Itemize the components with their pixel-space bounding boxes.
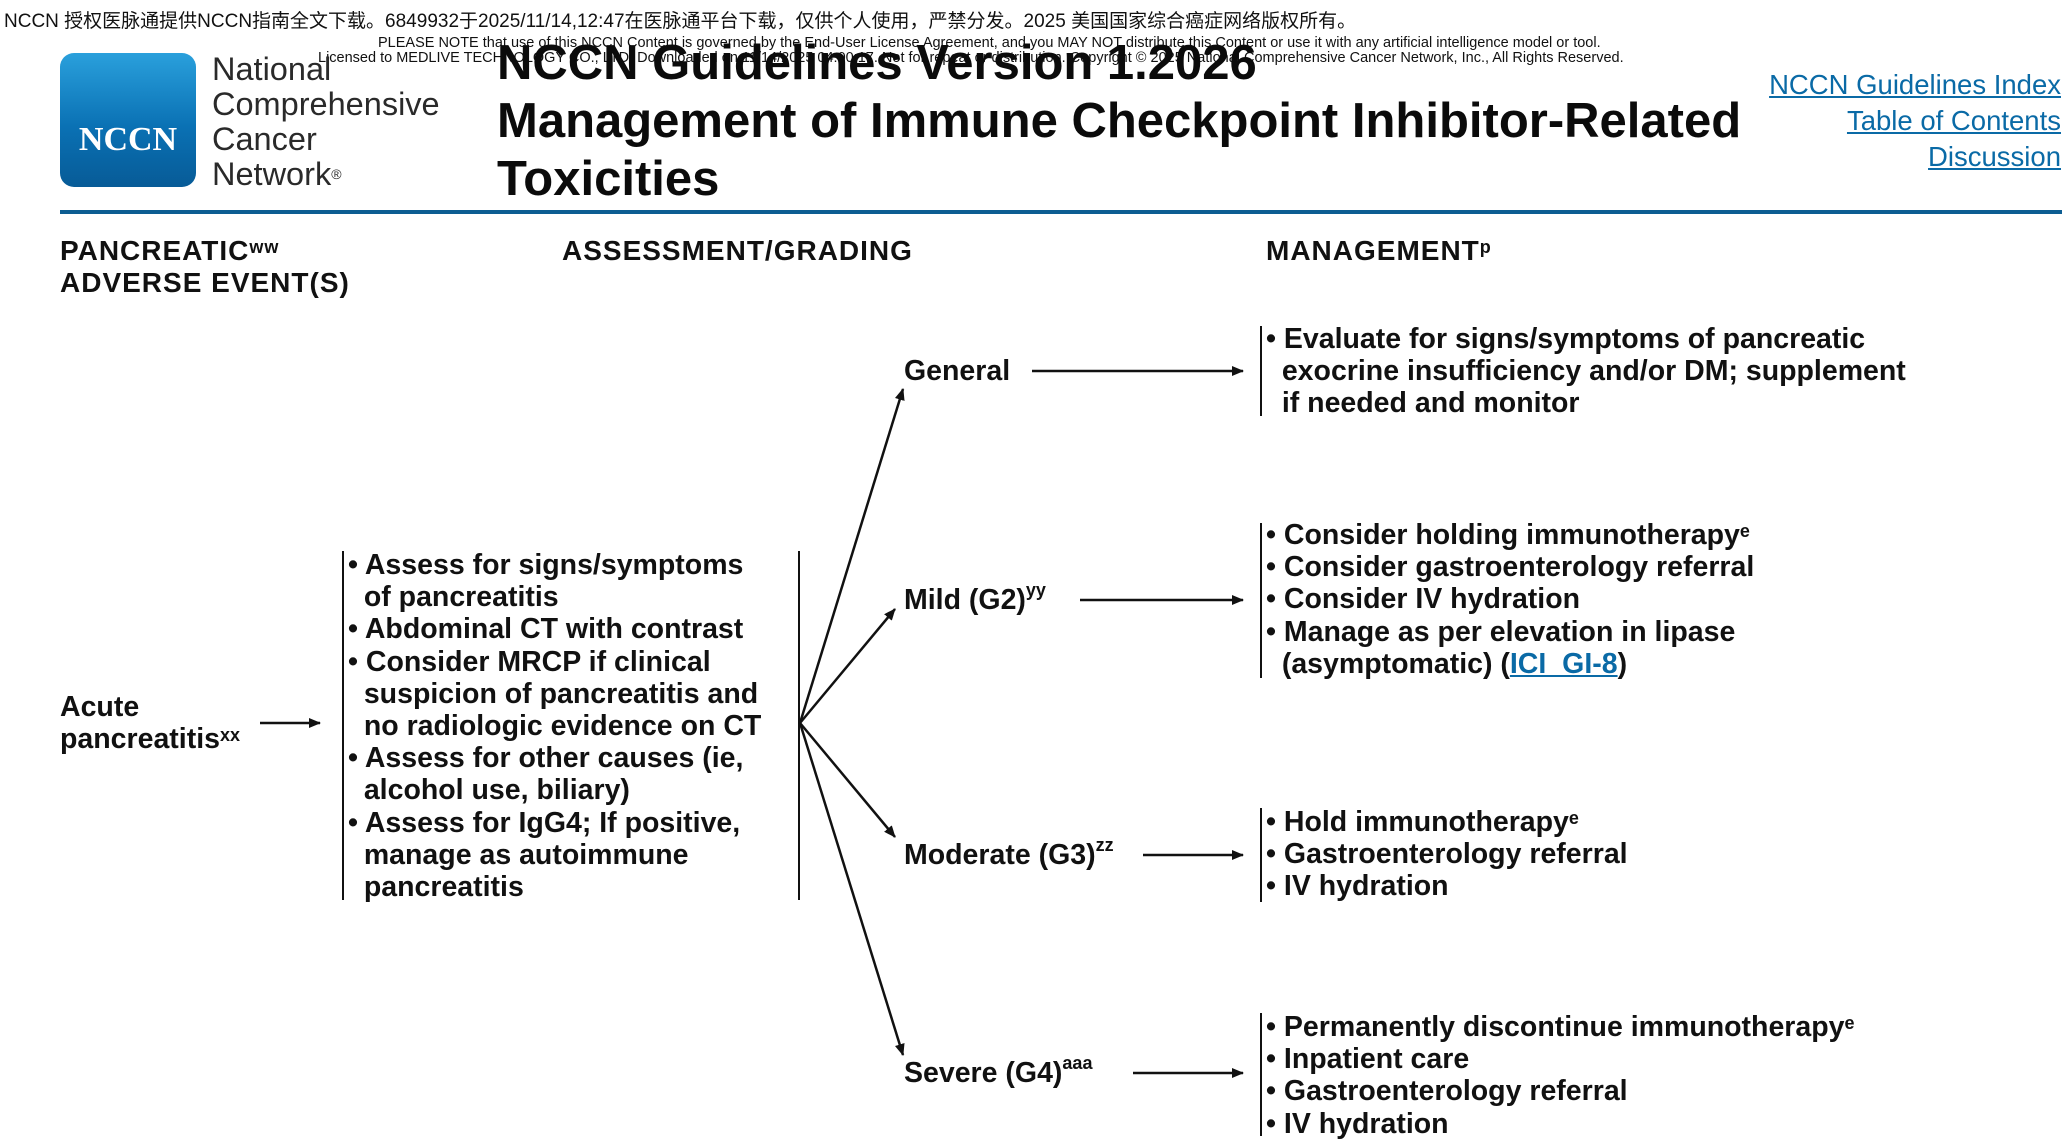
logo-line-comprehensive: Comprehensive [212,86,440,122]
copyright-notice: Licensed to MEDLIVE TECHNOLOGY CO., LTD.… [318,50,1624,66]
table-of-contents-link[interactable]: Table of Contents [1846,105,2061,136]
column-header-assessment: ASSESSMENT/GRADING [562,235,913,266]
grade-general: General [904,355,1011,387]
registered-mark: ® [331,166,342,182]
management-severe: • Permanently discontinue immunotherapye… [1266,1011,1855,1140]
logo-line-network: Network® [212,156,342,192]
assessment-bar-left [342,551,344,900]
logo-line-national: National [212,51,332,87]
guideline-title-line3: Toxicities [497,152,720,206]
arrow-to-general [798,388,905,724]
header-divider [60,210,2062,214]
download-notice: NCCN 授权医脉通提供NCCN指南全文下载。6849932于2025/11/1… [4,11,1357,32]
arrow-to-moderate [799,722,896,838]
grade-mild: Mild (G2)yy [904,580,1046,616]
arrow-to-mild [799,608,896,724]
assessment-list: • Assess for signs/symptoms of pancreati… [348,549,762,904]
management-moderate: • Hold immunotherapye • Gastroenterology… [1266,806,1628,903]
logo-line-cancer: Cancer [212,121,317,157]
guideline-title-line2: Management of Immune Checkpoint Inhibito… [497,94,1742,148]
management-mild: • Consider holding immunotherapye • Cons… [1266,519,1755,680]
ici-gi-8-link[interactable]: ICI_GI-8 [1509,647,1618,680]
management-bar-general [1260,326,1262,416]
grade-moderate: Moderate (G3)zz [904,835,1114,871]
management-bar-severe [1260,1013,1262,1136]
guidelines-index-link[interactable]: NCCN Guidelines Index [1769,69,2061,100]
grade-severe: Severe (G4)aaa [904,1053,1093,1089]
column-header-management: MANAGEMENTp [1266,235,1492,266]
logo-mark: NCCN [78,121,178,158]
nccn-logo: NCCN [60,53,196,187]
assessment-bar-right [798,551,800,900]
arrow-to-severe [798,722,905,1056]
management-bar-moderate [1260,808,1262,902]
management-general: • Evaluate for signs/symptoms of pancrea… [1266,323,1906,420]
management-bar-mild [1260,523,1262,678]
guideline-version-title: NCCN Guidelines Version 1.2026 [497,36,1257,90]
license-notice: PLEASE NOTE that use of this NCCN Conten… [378,35,1601,51]
discussion-link[interactable]: Discussion [1928,141,2061,172]
